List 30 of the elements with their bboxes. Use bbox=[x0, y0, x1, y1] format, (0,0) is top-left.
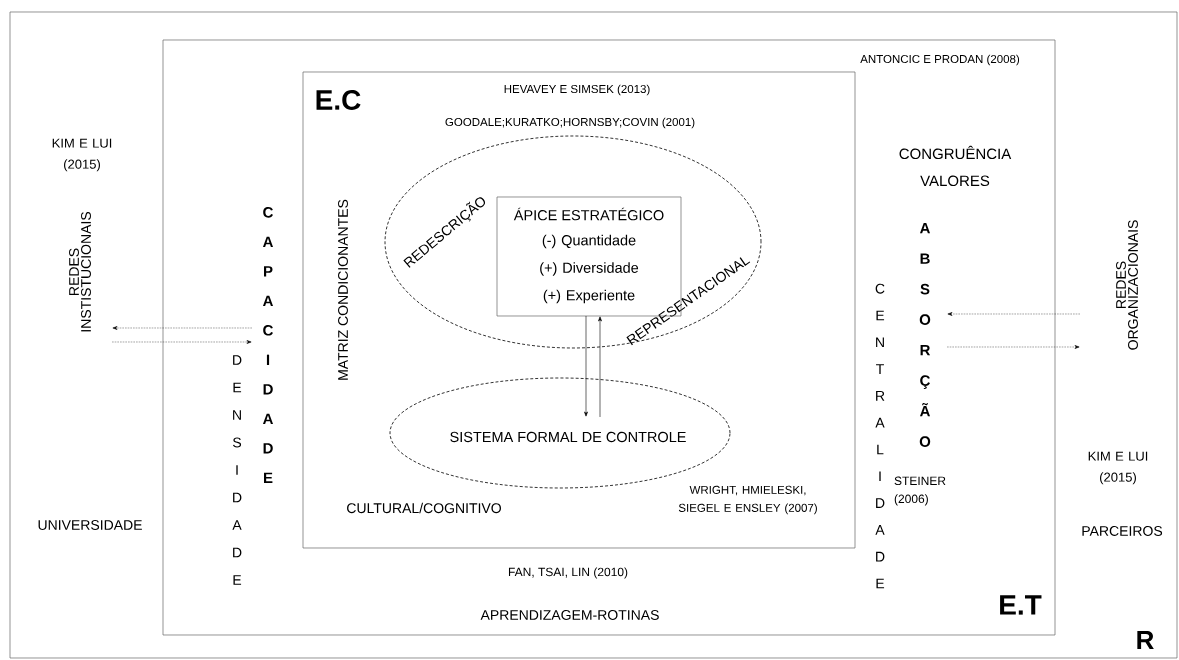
label: CULTURAL/COGNITIVO bbox=[347, 502, 501, 514]
label: KIM E LUI (2015) bbox=[1088, 451, 1148, 485]
label: UNIVERSIDADE bbox=[38, 520, 142, 530]
label: MATRIZ CONDICIONANTES bbox=[338, 199, 348, 380]
arrow bbox=[111, 340, 252, 344]
arrow bbox=[946, 345, 1080, 349]
label: ANTONCIC E PRODAN (2008) bbox=[860, 54, 1020, 66]
label: FAN, TSAI, LIN (2010) bbox=[508, 567, 628, 579]
arrow bbox=[598, 316, 602, 418]
ellipse-label: SISTEMA FORMAL DE CONTROLE bbox=[450, 431, 686, 443]
frame-label: E.T bbox=[1000, 595, 1042, 615]
label: GOODALE;KURATKO;HORNSBY;COVIN (2001) bbox=[445, 117, 695, 129]
label: HEVAVEY E SIMSEK (2013) bbox=[504, 84, 650, 96]
arrow bbox=[584, 315, 588, 417]
rotated-label: REDES INSTISTUCIONAIS bbox=[69, 211, 91, 332]
label: STEINER (2006) bbox=[894, 476, 946, 506]
label: PARCEIROS bbox=[1082, 526, 1163, 536]
arrow bbox=[947, 312, 1081, 316]
arrow bbox=[112, 326, 253, 330]
vertical-label: ABSORÇÃO bbox=[919, 223, 931, 447]
vertical-label: DENSIDADE bbox=[232, 355, 242, 585]
label: APRENDIZAGEM-ROTINAS bbox=[480, 610, 659, 620]
label: KIM E LUI (2015) bbox=[52, 138, 112, 172]
vertical-label: CAPACIDADE bbox=[262, 207, 273, 483]
label: CONGRUÊNCIA VALORES bbox=[899, 145, 1012, 187]
vertical-label: CENTRALIDADE bbox=[875, 283, 885, 589]
rotated-label: REDES ORGANIZACIONAIS bbox=[1116, 220, 1138, 350]
frame-label: E.C bbox=[316, 90, 361, 110]
label: WRIGHT, HMIELESKI, SIEGEL E ENSLEY (2007) bbox=[678, 485, 817, 515]
frame-label: R bbox=[1137, 631, 1154, 649]
